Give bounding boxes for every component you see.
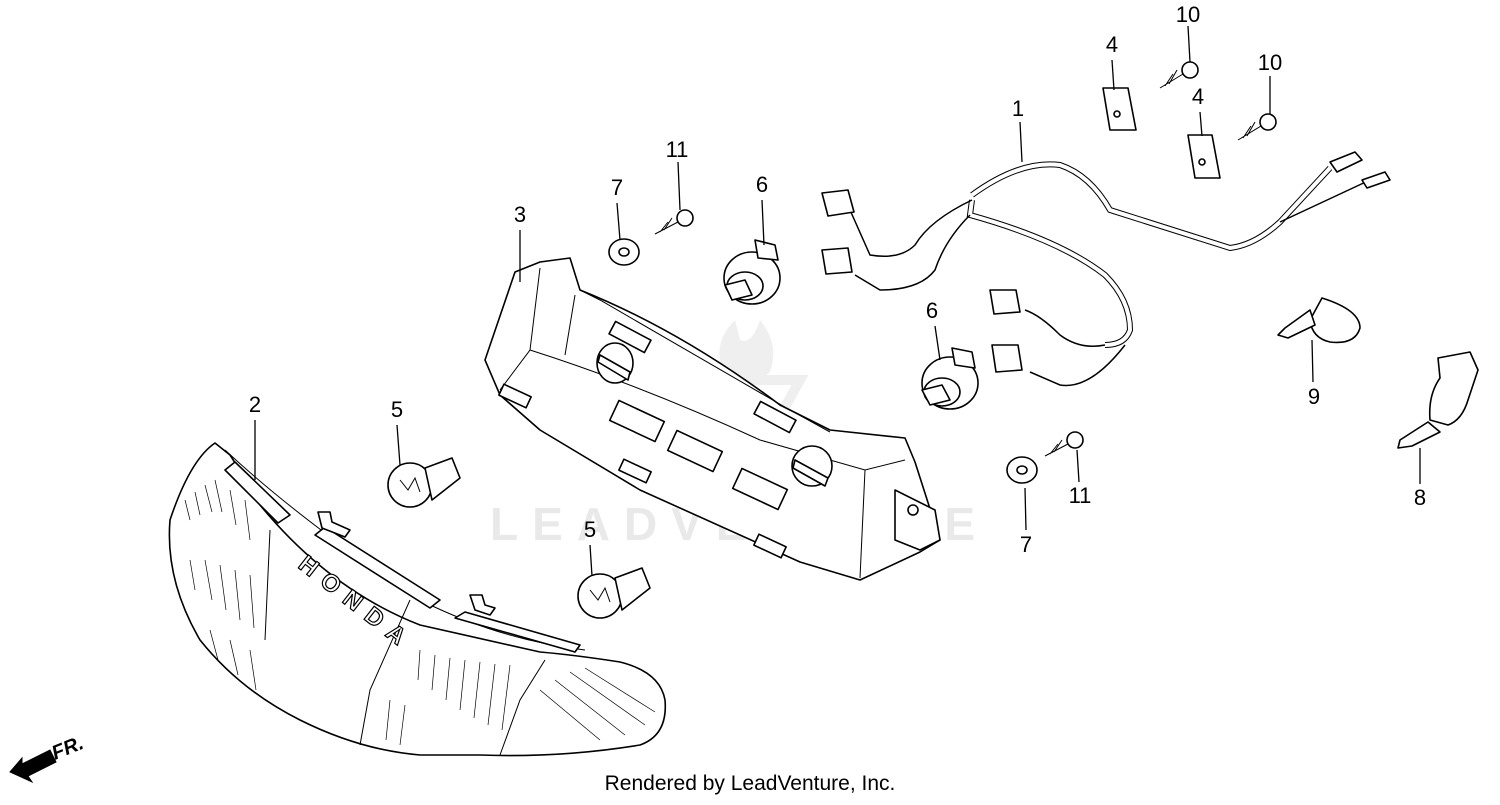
callout-5a: 5 (391, 397, 403, 422)
front-label: FR. (49, 732, 87, 764)
callout-1: 1 (1012, 96, 1024, 121)
screw-lower-part[interactable] (1044, 431, 1084, 457)
callout-7b: 7 (1020, 532, 1032, 557)
render-credit: Rendered by LeadVenture, Inc. (604, 772, 896, 795)
callout-8: 8 (1414, 485, 1426, 510)
clip-nut-upper-part[interactable] (1102, 87, 1137, 131)
lens-ribs (184, 479, 656, 746)
screw-tapping-lower-part[interactable] (1237, 113, 1277, 141)
washer-upper-part[interactable] (608, 238, 640, 266)
callout-4a: 4 (1106, 32, 1118, 57)
front-arrow-icon (9, 749, 57, 784)
bulb-socket-lower-part[interactable] (921, 347, 979, 410)
lens-part[interactable]: HONDA (168, 442, 667, 757)
callout-9: 9 (1308, 384, 1320, 409)
callout-6a: 6 (756, 172, 768, 197)
callout-5b: 5 (584, 517, 596, 542)
cable-clamp-part[interactable] (1397, 351, 1479, 449)
callout-2: 2 (249, 392, 261, 417)
callout-11b: 11 (1069, 483, 1092, 508)
callout-4b: 4 (1192, 84, 1204, 109)
callout-10b: 10 (1258, 50, 1282, 75)
screw-upper-part[interactable] (654, 209, 694, 235)
bulb-socket-upper-part[interactable] (723, 239, 781, 305)
bulb-upper-part[interactable] (387, 457, 461, 508)
housing-part[interactable] (484, 257, 941, 581)
callout-7a: 7 (611, 175, 623, 200)
cable-band-part[interactable] (1277, 297, 1361, 344)
callout-6b: 6 (926, 298, 938, 323)
callout-11a: 11 (666, 137, 689, 162)
bulb-lower-part[interactable] (577, 567, 651, 619)
callout-3: 3 (514, 202, 526, 227)
callouts: 1 2 3 4 4 5 5 6 6 7 7 8 9 10 10 11 11 (249, 2, 1426, 577)
clip-nut-lower-part[interactable] (1187, 134, 1221, 179)
wire-harness-part[interactable] (821, 151, 1391, 387)
callout-10a: 10 (1176, 2, 1200, 27)
washer-lower-part[interactable] (1006, 456, 1038, 484)
